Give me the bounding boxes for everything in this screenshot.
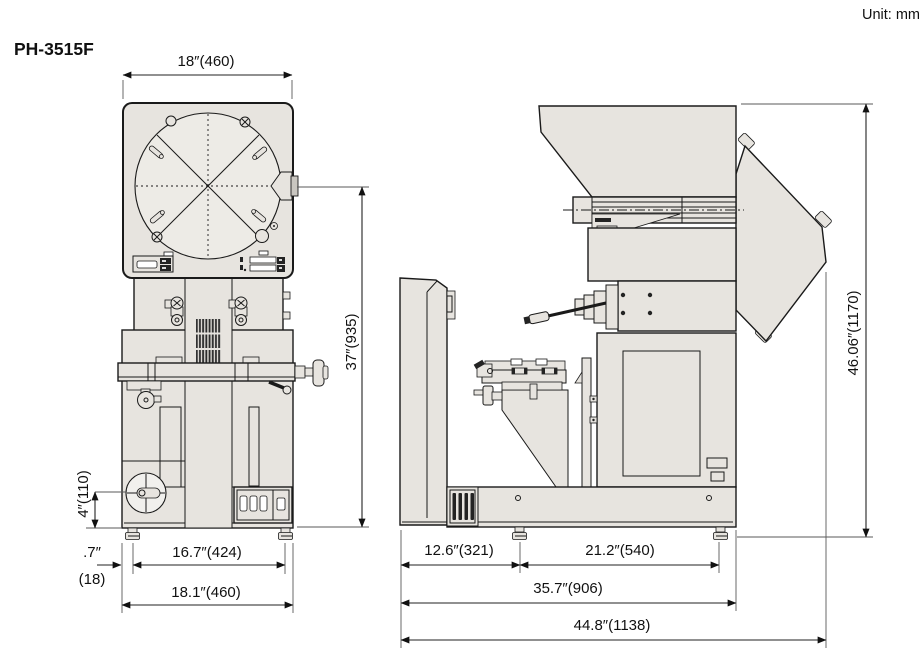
screen-clamp [148,145,164,159]
elevation-handwheel [125,472,167,514]
screen-pointer-tab [270,171,299,201]
dim-front-height: 37″(935) [297,186,369,528]
dim-front-base-width: 18.1″(460) [121,543,294,613]
panel-button [259,495,268,512]
lamp-house [617,280,737,332]
dim-front-foot-spacing: 16.7″(424) [132,543,286,574]
dim-side-column-depth: 12.6″(321) [400,530,521,648]
head-counter-panel [132,251,174,273]
dim-side-base-depth: 35.7″(906) [400,530,737,611]
focus-knob-left [164,296,184,326]
screw [270,222,278,230]
focus-knob-right [228,296,248,326]
side-view [399,105,832,540]
lamp-hood [538,105,737,198]
leveling-foot [512,526,527,540]
column-latch [446,290,456,320]
screw [165,115,177,127]
side-base [402,486,737,528]
leveling-foot [278,527,293,540]
dim-side-foot-spacing: 21.2″(540) [519,542,720,573]
dim-side-foot-spacing-label: 21.2″(540) [585,542,655,559]
dim-side-overall-depth-label: 44.8″(1138) [574,617,651,634]
dim-front-head-width-label: 18″(460) [177,53,234,70]
front-view [117,102,329,540]
stage-clamp-side [473,359,493,378]
stage-table [117,362,296,382]
panel-button [249,495,258,512]
dim-front-head-width: 18″(460) [122,53,293,99]
leveling-foot [713,526,728,540]
dim-front-handwheel-height-label: 4″(110) [75,470,92,518]
panel-button [276,497,286,511]
dim-side-column-depth-label: 12.6″(321) [424,542,494,559]
dim-side-overall-height: 46.06″(1170) [737,103,873,538]
power-switch [706,457,728,469]
dim-front-handwheel-height: 4″(110) [75,470,126,529]
power-inlet [710,471,725,482]
dim-side-overall-depth: 44.8″(1138) [400,272,827,648]
head-readout-panel [240,250,285,272]
side-body-lower [596,332,737,488]
lamp-adjust-knob [523,284,619,330]
dim-front-foot-spacing-label: 16.7″(424) [172,544,242,561]
dim-front-base-width-label: 18.1″(460) [171,584,241,601]
side-column [399,277,456,526]
dim-front-foot-inset-mm-label: (18) [79,571,106,588]
screen-clamp [251,209,267,223]
dim-side-overall-height-label: 46.06″(1170) [845,290,862,375]
panel-button [239,495,248,512]
screen-clamp [149,210,165,224]
screw [239,116,251,128]
model-title: PH-3515F [14,39,94,59]
unit-note: Unit: mm [862,7,920,23]
stage-knob-side [473,385,503,406]
stage-left-knob [126,380,162,409]
front-control-panel [233,486,293,524]
dim-front-foot-inset-inch-label: .7″ [83,544,102,561]
dim-front-height-label: 37″(935) [343,313,360,370]
leveling-foot [125,527,140,540]
side-body-upper [587,227,737,282]
stage-clamp-lever [268,380,292,395]
screen-housing-side [735,132,832,343]
projector-head [122,102,299,279]
stage-side [473,357,598,488]
dim-side-base-depth-label: 35.7″(906) [533,580,603,597]
side-control-panel [446,486,479,527]
stage-handwheel [294,359,329,387]
screw [151,231,163,243]
screen-clamp [252,146,268,160]
vent-grille [196,319,221,363]
screw [255,229,269,243]
dim-front-foot-inset: .7″ (18) [79,544,122,588]
front-column [184,277,233,529]
